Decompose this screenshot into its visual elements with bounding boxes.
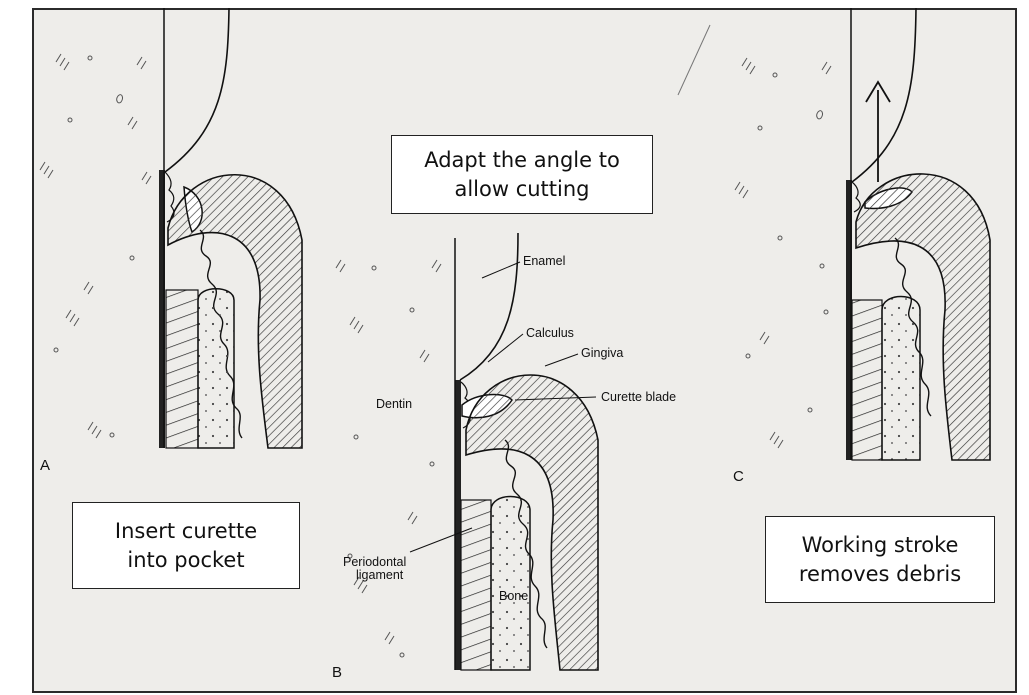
bone-b [491, 497, 530, 671]
label-bone: Bone [499, 590, 528, 603]
leader-calculus [488, 334, 523, 362]
panel-label-a: A [40, 457, 50, 474]
panel-label-c: C [733, 468, 744, 485]
bone-c [882, 297, 920, 461]
enamel-c [852, 8, 916, 182]
root-surface-b [455, 380, 461, 670]
ligament-a [166, 290, 198, 448]
label-gingiva: Gingiva [581, 347, 623, 360]
label-enamel: Enamel [523, 255, 565, 268]
callout-insert-curette: Insert curette into pocket [72, 502, 300, 589]
callout-adapt-angle: Adapt the angle to allow cutting [391, 135, 653, 214]
panel-b-drawing [336, 233, 598, 670]
ligament-c [852, 300, 882, 460]
calculus-c [852, 182, 860, 212]
ligament-b [461, 500, 491, 670]
label-dentin: Dentin [376, 398, 412, 411]
callout-adapt-line2: allow cutting [392, 175, 652, 204]
enamel-b [460, 233, 518, 380]
panel-a-drawing [40, 8, 302, 448]
label-curette-blade: Curette blade [601, 391, 676, 404]
callout-insert-line2: into pocket [73, 546, 299, 575]
callout-working-line2: removes debris [766, 560, 994, 589]
callout-adapt-line1: Adapt the angle to [392, 146, 652, 175]
callout-working-stroke: Working stroke removes debris [765, 516, 995, 603]
callout-insert-line1: Insert curette [73, 517, 299, 546]
panel-c-drawing [678, 8, 990, 460]
leader-gingiva [545, 354, 578, 366]
enamel-a [165, 8, 229, 172]
bone-a [198, 289, 234, 448]
label-ligament: ligament [356, 569, 403, 582]
panel-label-b: B [332, 664, 342, 681]
label-calculus: Calculus [526, 327, 574, 340]
callout-working-line1: Working stroke [766, 531, 994, 560]
leader-enamel [482, 262, 520, 278]
